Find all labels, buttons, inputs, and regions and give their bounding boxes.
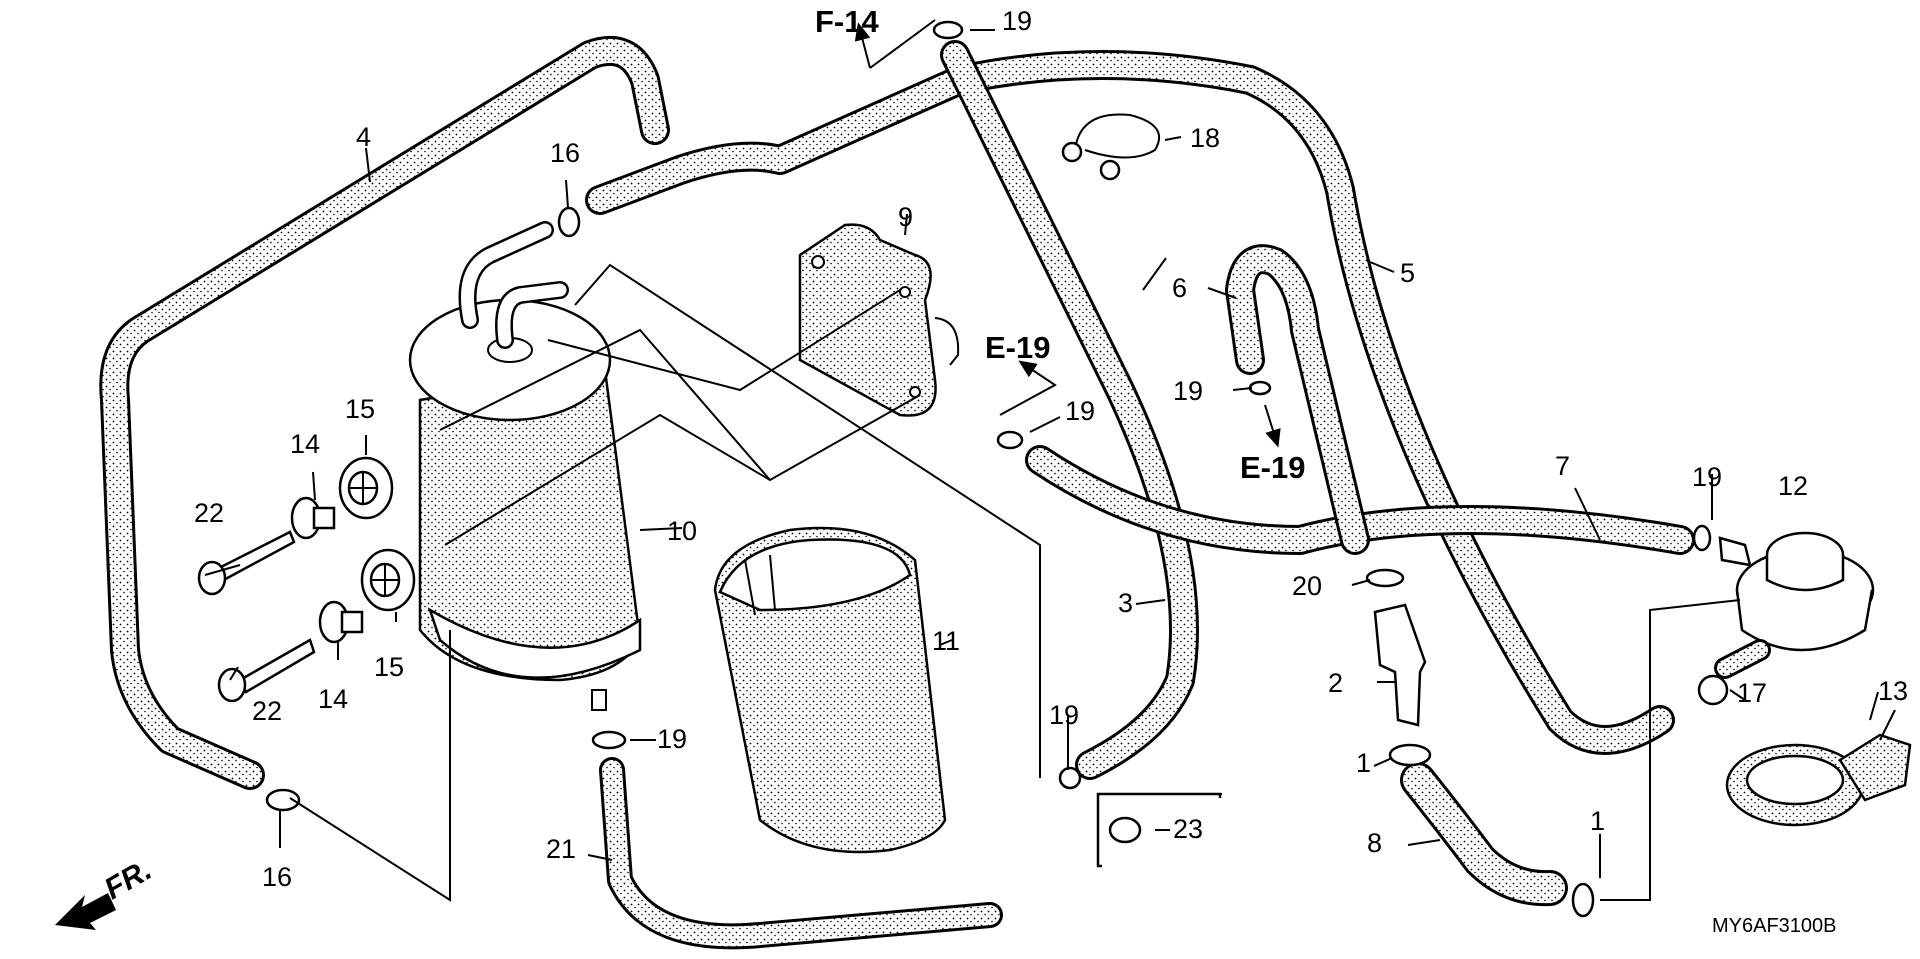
hose-3	[940, 40, 1199, 780]
label-part-16-upper: 16	[550, 138, 580, 168]
label-part-11: 11	[932, 626, 960, 656]
hose-8	[1400, 762, 1568, 907]
reference-f14: F-14	[815, 4, 880, 39]
label-part-15-upper: 15	[345, 394, 375, 424]
label-part-9: 9	[898, 202, 913, 232]
label-part-16-lower: 16	[262, 862, 292, 892]
clamp-19-right	[1692, 524, 1712, 552]
clamp-16-lower	[265, 788, 301, 812]
label-part-2: 2	[1328, 668, 1343, 698]
clamp-19-center	[1248, 380, 1272, 396]
clamp-1-upper	[1388, 743, 1432, 767]
leader-lines	[204, 29, 1896, 902]
washer-14-upper	[290, 496, 336, 540]
label-part-1-lower: 1	[1590, 806, 1605, 836]
label-part-15-lower: 15	[374, 652, 404, 682]
cover-11	[713, 526, 947, 854]
label-part-13: 13	[1878, 676, 1908, 706]
label-part-7: 7	[1555, 451, 1570, 481]
label-part-14-lower: 14	[318, 684, 348, 714]
bracket-9	[798, 223, 960, 417]
reference-e19-lower: E-19	[1240, 450, 1305, 485]
hose-6	[1225, 244, 1370, 555]
bolt-22-lower	[217, 638, 316, 703]
label-part-3: 3	[1118, 588, 1133, 618]
clamp-20	[1365, 568, 1405, 588]
valve-12	[1714, 531, 1875, 679]
label-part-4: 4	[356, 122, 371, 152]
reference-e19-upper: E-19	[985, 330, 1050, 365]
check-valve-2	[1373, 603, 1427, 727]
clamp-16-upper	[557, 206, 581, 238]
label-part-19-top: 19	[1002, 6, 1032, 36]
hose-7	[1025, 445, 1695, 555]
label-part-14-upper: 14	[290, 429, 320, 459]
clamp-19-canister	[591, 730, 627, 750]
label-part-19-right: 19	[1692, 462, 1722, 492]
label-part-12: 12	[1778, 471, 1808, 501]
hose-21	[599, 757, 1003, 950]
grommet-15-lower	[360, 548, 416, 612]
label-part-6: 6	[1172, 273, 1187, 303]
label-part-17: 17	[1737, 678, 1767, 708]
label-part-5: 5	[1400, 258, 1415, 288]
holder-13	[1725, 733, 1912, 827]
label-part-20: 20	[1292, 571, 1322, 601]
label-part-19-center: 19	[1173, 376, 1203, 406]
clamp-19-e19	[996, 430, 1024, 450]
label-part-19-e19: 19	[1065, 396, 1095, 426]
clamp-19-bottom	[1058, 766, 1082, 790]
label-part-19-bottom: 19	[1049, 700, 1079, 730]
label-part-8: 8	[1367, 828, 1382, 858]
diagram-code: MY6AF3100B	[1712, 915, 1837, 937]
front-direction-arrow: FR.	[55, 853, 157, 930]
label-part-21: 21	[546, 834, 576, 864]
label-part-18: 18	[1190, 123, 1220, 153]
hose-4	[99, 36, 670, 790]
clamp-18	[1061, 113, 1161, 181]
clamp-19-top	[932, 20, 964, 40]
label-part-10: 10	[667, 516, 697, 546]
grommet-15-upper	[338, 456, 394, 520]
washer-14-lower	[318, 600, 364, 644]
label-part-19-canister: 19	[657, 724, 687, 754]
label-part-23: 23	[1173, 814, 1203, 844]
canister-10	[408, 221, 642, 711]
label-part-22-upper: 22	[194, 498, 224, 528]
bolt-22-upper	[197, 530, 296, 596]
clip-23	[1096, 792, 1222, 868]
reference-arrows	[854, 19, 1281, 448]
label-part-22-lower: 22	[252, 696, 282, 726]
clamp-17	[1697, 674, 1729, 706]
clamp-1-lower	[1571, 882, 1595, 918]
label-part-1-upper: 1	[1356, 748, 1371, 778]
